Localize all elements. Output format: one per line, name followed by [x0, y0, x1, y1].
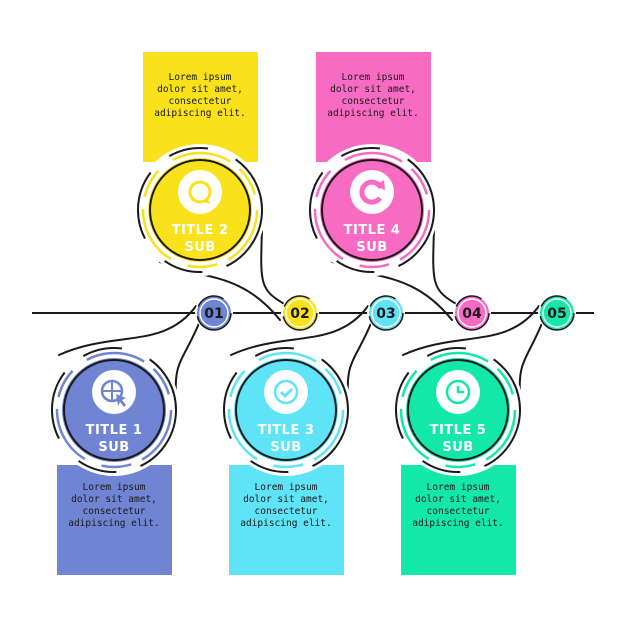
description-line: dolor sit amet,	[243, 494, 329, 505]
description-line: consectetur	[427, 506, 490, 517]
inner-ring-ink	[149, 159, 251, 261]
outer-ring-ink	[223, 347, 349, 473]
description-line: Lorem ipsum	[169, 72, 232, 83]
description-line: adipiscing elit.	[412, 518, 504, 529]
clock-icon	[436, 370, 480, 414]
connector-curve	[402, 305, 544, 396]
description-box	[316, 52, 431, 162]
outer-ring-color	[141, 151, 259, 269]
outer-ring-ink	[137, 147, 263, 273]
description-box	[401, 465, 516, 575]
description-line: Lorem ipsum	[342, 72, 405, 83]
outer-ring-color	[227, 351, 345, 469]
step-number-badge: 04	[453, 294, 491, 332]
step-subtitle: SUB	[442, 440, 473, 455]
step-subtitle: SUB	[270, 440, 301, 455]
step-subtitle: SUB	[184, 240, 215, 255]
description-line: consectetur	[169, 96, 232, 107]
connector-curve	[230, 305, 373, 396]
globe-cursor-icon	[92, 370, 136, 414]
step-title: TITLE 1	[86, 423, 143, 438]
outer-ring-color	[55, 351, 173, 469]
chat-bubble-icon	[178, 170, 222, 214]
step-number-badge: 03	[367, 294, 405, 332]
step-subtitle: SUB	[356, 240, 387, 255]
inner-ring-ink	[235, 359, 337, 461]
description-line: consectetur	[83, 506, 146, 517]
step-title: TITLE 4	[344, 223, 401, 238]
outer-ring-color	[313, 151, 431, 269]
description-line: Lorem ipsum	[255, 482, 318, 493]
description-line: adipiscing elit.	[68, 518, 160, 529]
description-box	[57, 465, 172, 575]
step-title: TITLE 5	[430, 423, 487, 438]
step-number: 02	[290, 306, 309, 322]
refresh-icon	[350, 170, 394, 214]
check-circle-icon	[264, 370, 308, 414]
description-line: Lorem ipsum	[427, 482, 490, 493]
description-line: dolor sit amet,	[415, 494, 501, 505]
description-line: adipiscing elit.	[154, 108, 246, 119]
inner-ring-ink	[63, 359, 165, 461]
step-subtitle: SUB	[98, 440, 129, 455]
outer-ring-ink	[309, 147, 435, 273]
outer-ring-ink	[395, 347, 521, 473]
description-line: dolor sit amet,	[330, 84, 416, 95]
description-line: consectetur	[342, 96, 405, 107]
step-number-badge: 01	[195, 294, 233, 332]
step-title: TITLE 3	[258, 423, 315, 438]
description-line: adipiscing elit.	[240, 518, 332, 529]
connector-curve	[58, 305, 201, 396]
description-line: consectetur	[255, 506, 318, 517]
step-title: TITLE 2	[172, 223, 229, 238]
outer-ring-ink	[51, 347, 177, 473]
description-line: Lorem ipsum	[83, 482, 146, 493]
outer-ring-color	[399, 351, 517, 469]
step-number: 05	[547, 306, 566, 322]
step-number: 03	[376, 306, 395, 322]
inner-ring-ink	[407, 359, 509, 461]
description-line: adipiscing elit.	[327, 108, 419, 119]
description-box	[229, 465, 344, 575]
description-line: dolor sit amet,	[71, 494, 157, 505]
description-box	[143, 52, 258, 162]
description-line: dolor sit amet,	[157, 84, 243, 95]
step-number: 01	[204, 306, 223, 322]
step-number-badge: 02	[281, 294, 319, 332]
step-number-badge: 05	[538, 294, 576, 332]
inner-ring-ink	[321, 159, 423, 261]
step-number: 04	[462, 306, 482, 322]
